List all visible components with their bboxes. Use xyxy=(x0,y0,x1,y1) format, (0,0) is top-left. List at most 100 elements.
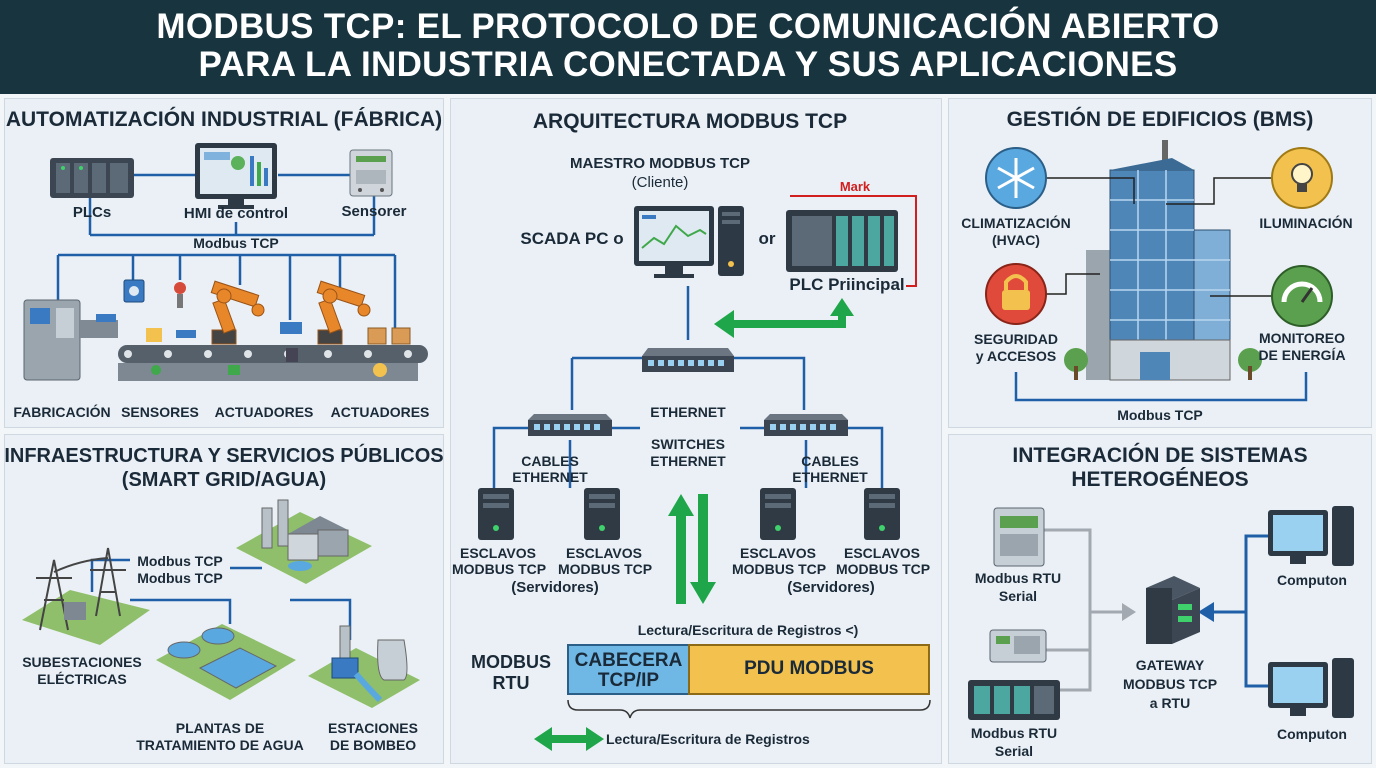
rtu-bottom-label-1: Modbus RTU xyxy=(970,725,1058,741)
security-label-2: y ACCESOS xyxy=(975,348,1057,364)
rtu-rack-icon xyxy=(968,680,1060,720)
pdu-label: PDU MODBUS xyxy=(744,658,874,679)
utilities-title-2: (SMART GRID/AGUA) xyxy=(121,469,327,491)
energy-label-1: MONITOREO xyxy=(1258,330,1346,346)
bms-bus-line xyxy=(1014,372,1308,402)
hmi-label: HMI de control xyxy=(183,205,289,222)
building-icon xyxy=(1064,140,1262,381)
left-switch-icon xyxy=(528,414,612,436)
computer-icon xyxy=(1268,658,1354,718)
cables-right-label-2: ETHERNET xyxy=(792,469,868,485)
switches-label-1: SWITCHES xyxy=(651,436,725,452)
computer-top-label: Computon xyxy=(1277,572,1347,588)
page-title-line-1: MODBUS TCP: EL PROTOCOLO DE COMUNICACIÓN… xyxy=(156,7,1220,46)
slave-4-label-2: MODBUS TCP xyxy=(836,561,931,577)
cables-left-label-2: ETHERNET xyxy=(512,469,588,485)
sensorer-label: Sensorer xyxy=(341,203,407,220)
scada-pc-icon xyxy=(634,206,744,278)
slave-server-icon xyxy=(864,488,900,540)
snowflake-icon xyxy=(985,147,1047,209)
mark-bracket xyxy=(790,195,917,287)
rw-top-label: Lectura/Escritura de Registros <) xyxy=(637,622,859,638)
computer-bottom-label: Computon xyxy=(1277,726,1347,742)
architecture-title: ARQUITECTURA MODBUS TCP xyxy=(532,110,848,133)
plc-rack-icon xyxy=(50,158,134,198)
substation-tower-icon xyxy=(22,547,150,645)
master-label: MAESTRO MODBUS TCP xyxy=(570,155,750,172)
rtu-device-icon xyxy=(993,507,1045,567)
page-title-line-2: PARA LA INDUSTRIA CONECTADA Y SUS APLICA… xyxy=(198,45,1178,84)
architecture-network-lines xyxy=(492,286,884,488)
pump-station-icon xyxy=(308,625,420,708)
gateway-label-2: MODBUS TCP xyxy=(1122,676,1218,692)
factory-bus-label: Modbus TCP xyxy=(193,235,279,251)
switches-label-2: ETHERNET xyxy=(650,453,726,469)
rtu-device-icon xyxy=(989,629,1047,663)
actuadores-label-1: ACTUADORES xyxy=(214,404,314,420)
boxes-icon xyxy=(367,327,411,345)
tcp-lines xyxy=(1210,534,1268,688)
fabricacion-label: FABRICACIÓN xyxy=(13,404,111,420)
main-switch-icon xyxy=(642,348,734,372)
slave-3-label-2: MODBUS TCP xyxy=(732,561,827,577)
gateway-label-3: a RTU xyxy=(1149,695,1191,711)
gateway-input-arrow-icon xyxy=(1122,603,1136,621)
factory-title: AUTOMATIZACIÓN INDUSTRIAL (FÁBRICA) xyxy=(5,108,443,131)
slave-server-icon xyxy=(584,488,620,540)
plants-label-1: PLANTAS DE xyxy=(175,720,265,736)
security-label-1: SEGURIDAD xyxy=(973,331,1058,347)
slave-1-label-1: ESCLAVOS xyxy=(460,545,536,561)
sensor-box-icon xyxy=(349,149,393,197)
tcp-header-box xyxy=(567,644,690,695)
pdu-box xyxy=(688,644,930,695)
bms-connection-lines xyxy=(1046,177,1272,297)
slave-2-label-1: ESCLAVOS xyxy=(566,545,642,561)
ethernet-label: ETHERNET xyxy=(650,404,726,420)
factory-network-lines xyxy=(56,173,397,330)
robot-arm-icon xyxy=(316,280,371,345)
right-switch-icon xyxy=(764,414,848,436)
plc-link-arrow-icon xyxy=(714,298,854,338)
integration-title-1: INTEGRACIÓN DE SISTEMAS xyxy=(1012,444,1308,467)
bms-title: GESTIÓN DE EDIFICIOS (BMS) xyxy=(1006,108,1314,131)
servers-left-label: (Servidores) xyxy=(511,579,599,596)
lightbulb-icon xyxy=(1271,147,1333,209)
plcs-label: PLCs xyxy=(72,204,112,221)
or-label: or xyxy=(758,229,776,248)
frame-brace xyxy=(567,699,931,719)
double-arrow-icon xyxy=(534,727,604,751)
sensores-label: SENSORES xyxy=(121,404,199,420)
integration-title-2: HETEROGÉNEOS xyxy=(1071,468,1249,491)
scada-label: SCADA PC o xyxy=(520,229,624,248)
main-plc-icon xyxy=(786,210,898,272)
tcp-header-label-1: CABECERA xyxy=(574,650,683,671)
servers-right-label: (Servidores) xyxy=(787,579,875,596)
computer-icon xyxy=(1268,506,1354,566)
robot-arm-icon xyxy=(210,280,265,345)
hvac-label-1: CLIMATIZACIÓN xyxy=(961,215,1071,231)
gateway-icon xyxy=(1146,576,1200,644)
slave-4-label-1: ESCLAVOS xyxy=(844,545,920,561)
slave-3-label-1: ESCLAVOS xyxy=(740,545,816,561)
rtu-label-2: RTU xyxy=(492,673,530,693)
rtu-top-label-2: Serial xyxy=(998,588,1038,604)
plants-label-2: TRATAMIENTO DE AGUA xyxy=(136,737,304,753)
utilities-link-label-2: Modbus TCP xyxy=(137,570,223,586)
rtu-top-label-1: Modbus RTU xyxy=(974,570,1062,586)
lock-icon xyxy=(985,263,1047,325)
mark-label: Mark xyxy=(839,179,871,194)
sensor-icon xyxy=(123,279,302,362)
client-label: (Cliente) xyxy=(631,174,689,191)
main-plc-label: PLC Priincipal xyxy=(789,275,905,294)
rtu-bottom-label-2: Serial xyxy=(994,743,1034,759)
slave-1-label-2: MODBUS TCP xyxy=(452,561,547,577)
request-response-arrows-icon xyxy=(668,494,716,604)
hmi-monitor-icon xyxy=(195,143,277,209)
utilities-title-1: INFRAESTRUCTURA Y SERVICIOS PÚBLICOS xyxy=(4,445,444,467)
gateway-output-arrow-icon xyxy=(1198,602,1214,622)
title-bar: MODBUS TCP: EL PROTOCOLO DE COMUNICACIÓN… xyxy=(0,0,1376,94)
